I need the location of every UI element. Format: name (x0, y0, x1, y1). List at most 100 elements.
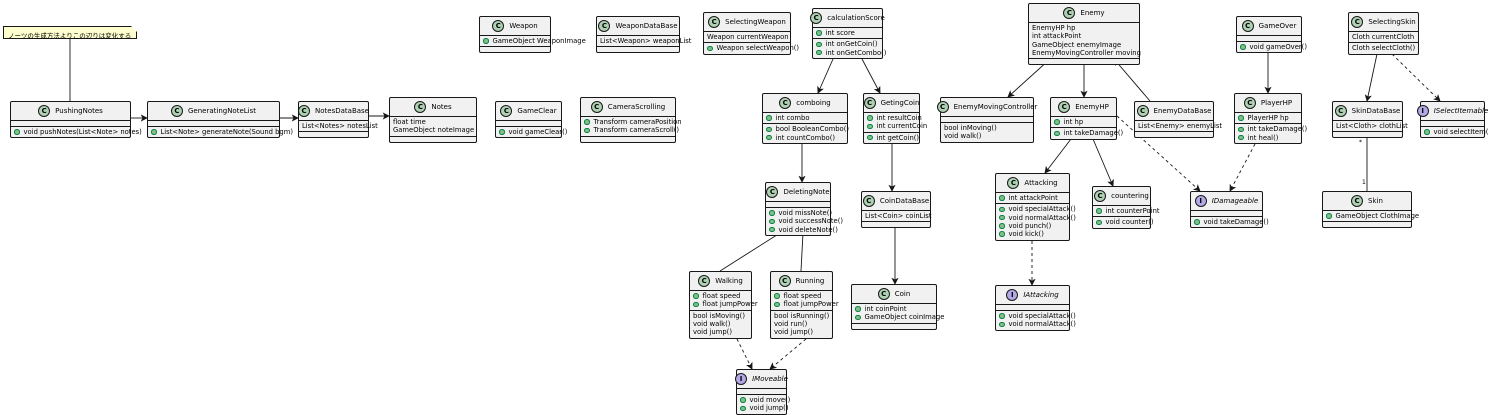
field-line: float speed (693, 292, 748, 300)
methods-section (299, 132, 368, 137)
field-line: int attackPoint (999, 194, 1066, 202)
method-line: void gameClear() (499, 128, 567, 136)
relation-enemyhp-to-countering (1092, 138, 1114, 187)
class-badge-icon: C (1241, 20, 1254, 32)
method-line: void pushNotes(List<Note> notes) (14, 128, 142, 136)
class-badge-icon: C (414, 101, 427, 113)
relation-enemyhp-to-attacking (1044, 138, 1072, 174)
public-visibility-icon (769, 210, 775, 216)
methods-section: void move()void jump() (737, 395, 790, 414)
field-text: int score (825, 29, 855, 37)
field-text: int combo (775, 114, 810, 122)
class-badge-icon: C (1243, 97, 1256, 109)
public-visibility-icon (816, 41, 822, 48)
field-line: float jumpPower (693, 300, 758, 308)
public-visibility-icon (867, 123, 873, 130)
field-line: int currentCoin (867, 122, 927, 130)
field-line: float speed (774, 292, 829, 300)
field-line: List<Weapon> weaponList (600, 37, 691, 45)
fields-section: int combo (763, 113, 847, 125)
fields-section: GameObject WeaponImage (480, 36, 586, 48)
method-line: void run() (774, 320, 829, 328)
field-line: GameObject noteImage (393, 126, 474, 134)
method-text: int onGetCoin() (825, 40, 878, 49)
methods-section: void specialAttack()void normalAttack()v… (996, 204, 1076, 239)
class-badge-icon: C (810, 12, 823, 24)
class-name: GameOver (1258, 22, 1297, 30)
methods-section: int onGetCoin()int onGetCombo() (813, 39, 886, 58)
method-text: void jump() (774, 328, 813, 337)
fields-section: List<Weapon> weaponList (597, 36, 691, 48)
relation-selectingskin-to-iselectitemable (1391, 53, 1441, 102)
relation-score-to-comboing (817, 58, 834, 94)
methods-section: bool isMoving()void walk()void jump() (690, 311, 751, 338)
method-line: Weapon selectWeapon() (707, 44, 799, 52)
fields-section: List<Enemy> enemyList (1135, 121, 1222, 133)
method-text: void deleteNote() (778, 225, 838, 234)
fields-section: int counterPoint (1093, 206, 1160, 218)
method-line: void jump() (774, 328, 829, 336)
methods-section: bool BooleanCombo()int countCombo() (763, 124, 849, 143)
public-visibility-icon (816, 30, 822, 36)
field-text: Cloth currentCloth (1352, 33, 1415, 41)
class-badge-icon: C (863, 97, 876, 109)
methods-section (1323, 222, 1411, 227)
method-line: int takeDamage() (1238, 125, 1307, 133)
field-text: List<Enemy> enemyList (1138, 122, 1223, 130)
method-line: List<Note> generateNote(Sound bgm) (151, 128, 293, 136)
public-visibility-icon (740, 405, 746, 412)
multiplicity-many: * (1359, 139, 1362, 146)
field-text: PlayerHP hp (1247, 114, 1289, 122)
class-badge-icon: C (779, 97, 792, 109)
fields-section: PlayerHP hp (1235, 113, 1301, 125)
method-line: void gameOver() (1240, 43, 1307, 51)
public-visibility-icon (999, 206, 1005, 213)
field-line: int score (816, 29, 879, 37)
method-line: void selectItem() (1424, 128, 1488, 136)
public-visibility-icon (707, 45, 713, 52)
relation-deleting-to-walking (719, 232, 781, 272)
field-line: GameObject coinImage (855, 313, 944, 321)
method-text: void run() (774, 319, 808, 328)
method-text: void specialAttack() (1008, 205, 1076, 214)
method-line: int takeDamage() (1054, 129, 1123, 137)
field-text: EnemyHP hp (1032, 24, 1076, 32)
class-badge-icon: C (1063, 7, 1076, 19)
public-visibility-icon (740, 397, 746, 403)
field-line: List<Enemy> enemyList (1138, 122, 1222, 130)
method-line: void specialAttack() (999, 205, 1076, 213)
method-line: bool isRunning() (774, 312, 829, 320)
methods-section: void counter() (1093, 217, 1154, 227)
field-line: GameObject enemyImage (1032, 41, 1136, 49)
method-line: void walk() (693, 320, 748, 328)
public-visibility-icon (1096, 208, 1102, 214)
fields-section (766, 202, 830, 208)
public-visibility-icon (483, 38, 489, 44)
field-text: int resultCoin (876, 114, 922, 122)
